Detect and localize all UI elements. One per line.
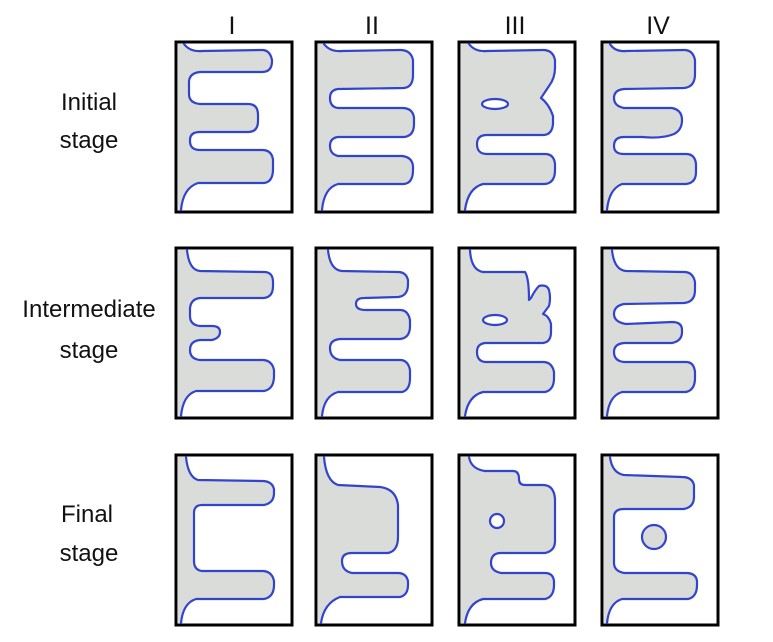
row-label-initial-line2: stage xyxy=(60,127,119,154)
column-label-iv: IV xyxy=(646,12,670,40)
row-label-final-stage: Final stage xyxy=(60,501,119,567)
panel-final-iii xyxy=(457,453,577,627)
row-label-initial-line1: Initial xyxy=(61,89,117,116)
void-hole xyxy=(481,313,509,327)
row-label-final-line1: Final xyxy=(61,501,113,528)
panel-intermediate-ii xyxy=(314,246,434,420)
row-label-final-line2: stage xyxy=(60,540,119,567)
column-label-ii: II xyxy=(365,12,379,40)
column-label-iii: III xyxy=(505,12,526,40)
panel-intermediate-iii xyxy=(457,246,577,420)
row-label-intermediate-line1: Intermediate xyxy=(22,296,155,323)
panel-final-i xyxy=(174,453,294,627)
panel-initial-iv xyxy=(600,40,720,214)
panel-initial-i xyxy=(174,40,294,214)
panel-initial-iii xyxy=(457,40,577,214)
panel-initial-ii xyxy=(314,40,434,214)
column-label-i: I xyxy=(229,12,236,40)
panel-final-iv xyxy=(600,453,720,627)
void-hole xyxy=(480,97,510,111)
panel-final-ii xyxy=(314,453,434,627)
row-label-initial-stage: Initial stage xyxy=(60,89,119,154)
row-label-intermediate-stage: Intermediate stage xyxy=(22,296,155,364)
panel-intermediate-iv xyxy=(600,246,720,420)
void-hole xyxy=(488,512,506,530)
panel-intermediate-i xyxy=(174,246,294,420)
material-island xyxy=(640,523,668,551)
row-label-intermediate-line2: stage xyxy=(60,337,119,364)
